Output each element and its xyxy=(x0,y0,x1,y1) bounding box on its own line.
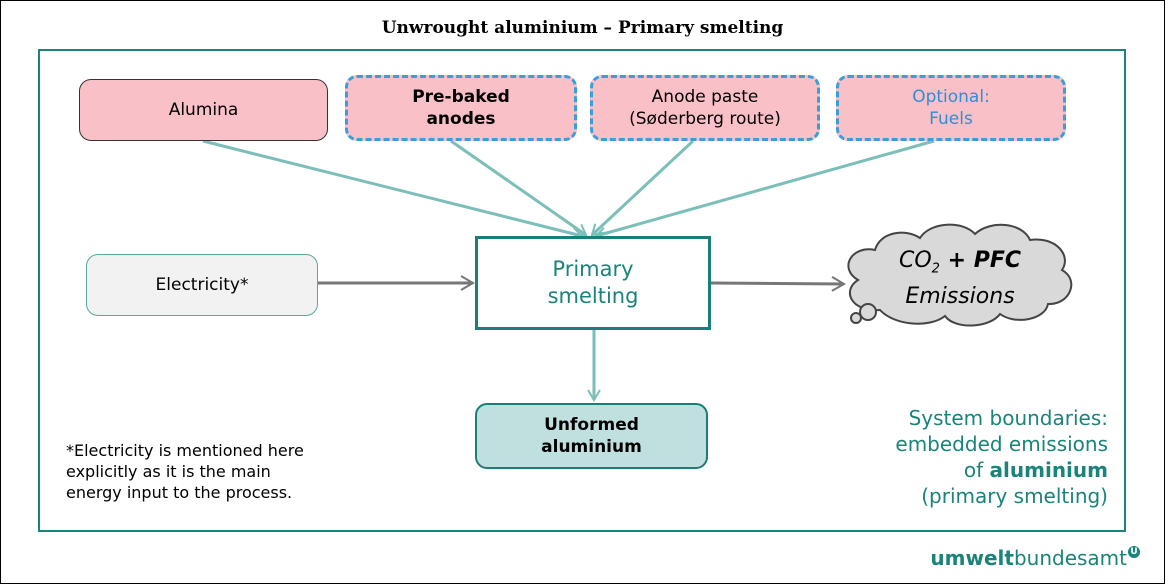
footnote-line3: energy input to the process. xyxy=(66,483,293,502)
emissions-word: Emissions xyxy=(905,284,1015,310)
arrow-alumina-to-smelting xyxy=(202,139,584,241)
input-alumina-label: Alumina xyxy=(168,100,239,120)
input-anode-paste-line1: Anode paste xyxy=(651,87,759,107)
arrow-smelting-to-emissions xyxy=(710,276,846,292)
arrow-prebaked-to-smelting xyxy=(450,139,588,237)
sysb-line4: (primary smelting) xyxy=(921,484,1108,508)
emissions-label: CO2 + PFC Emissions xyxy=(850,247,1070,311)
arrow-fuels-to-smelting xyxy=(594,139,935,241)
process-primary-smelting-box: Primary smelting xyxy=(475,236,711,330)
process-line1: Primary xyxy=(552,257,634,281)
emissions-plus-pfc: + PFC xyxy=(939,248,1022,273)
sysb-line3-prefix: of xyxy=(963,458,990,482)
electricity-footnote: *Electricity is mentioned here explicitl… xyxy=(66,440,416,503)
sysb-line2: embedded emissions xyxy=(895,432,1108,456)
sysb-line3-bold: aluminium xyxy=(989,458,1108,482)
input-prebaked-anodes-box: Pre-baked anodes xyxy=(345,75,577,141)
input-optional-fuels-box: Optional: Fuels xyxy=(836,75,1066,141)
footnote-line1: *Electricity is mentioned here xyxy=(66,441,304,460)
input-prebaked-line2: anodes xyxy=(426,109,496,129)
input-anode-paste-line2: (Søderberg route) xyxy=(629,109,781,129)
output-line2: aluminium xyxy=(541,437,642,457)
input-electricity-label: Electricity* xyxy=(155,275,249,295)
process-line2: smelting xyxy=(547,284,639,308)
emissions-co2: CO xyxy=(898,248,932,273)
logo-badge-icon: U xyxy=(1128,546,1140,558)
output-line1: Unformed xyxy=(544,415,639,435)
logo-part2: bundesamt xyxy=(1013,546,1127,570)
input-anode-paste-box: Anode paste (Søderberg route) xyxy=(590,75,820,141)
input-electricity-box: Electricity* xyxy=(86,254,318,316)
input-prebaked-line1: Pre-baked xyxy=(412,87,510,107)
footnote-line2: explicitly as it is the main xyxy=(66,462,271,481)
input-alumina-box: Alumina xyxy=(79,79,328,141)
input-optional-line2: Fuels xyxy=(929,109,973,129)
logo-part1: umwelt xyxy=(930,546,1014,570)
emissions-co2-subscript: 2 xyxy=(931,261,940,277)
system-boundary-frame xyxy=(38,49,1126,532)
arrow-anodepaste-to-smelting xyxy=(590,139,695,237)
output-unformed-aluminium-box: Unformed aluminium xyxy=(475,403,708,469)
system-boundaries-text: System boundaries: embedded emissions of… xyxy=(800,405,1108,509)
emissions-cloud xyxy=(847,223,1073,327)
input-optional-line1: Optional: xyxy=(912,87,990,107)
diagram-title: Unwrought aluminium – Primary smelting xyxy=(381,18,784,38)
sysb-line1: System boundaries: xyxy=(908,406,1108,430)
